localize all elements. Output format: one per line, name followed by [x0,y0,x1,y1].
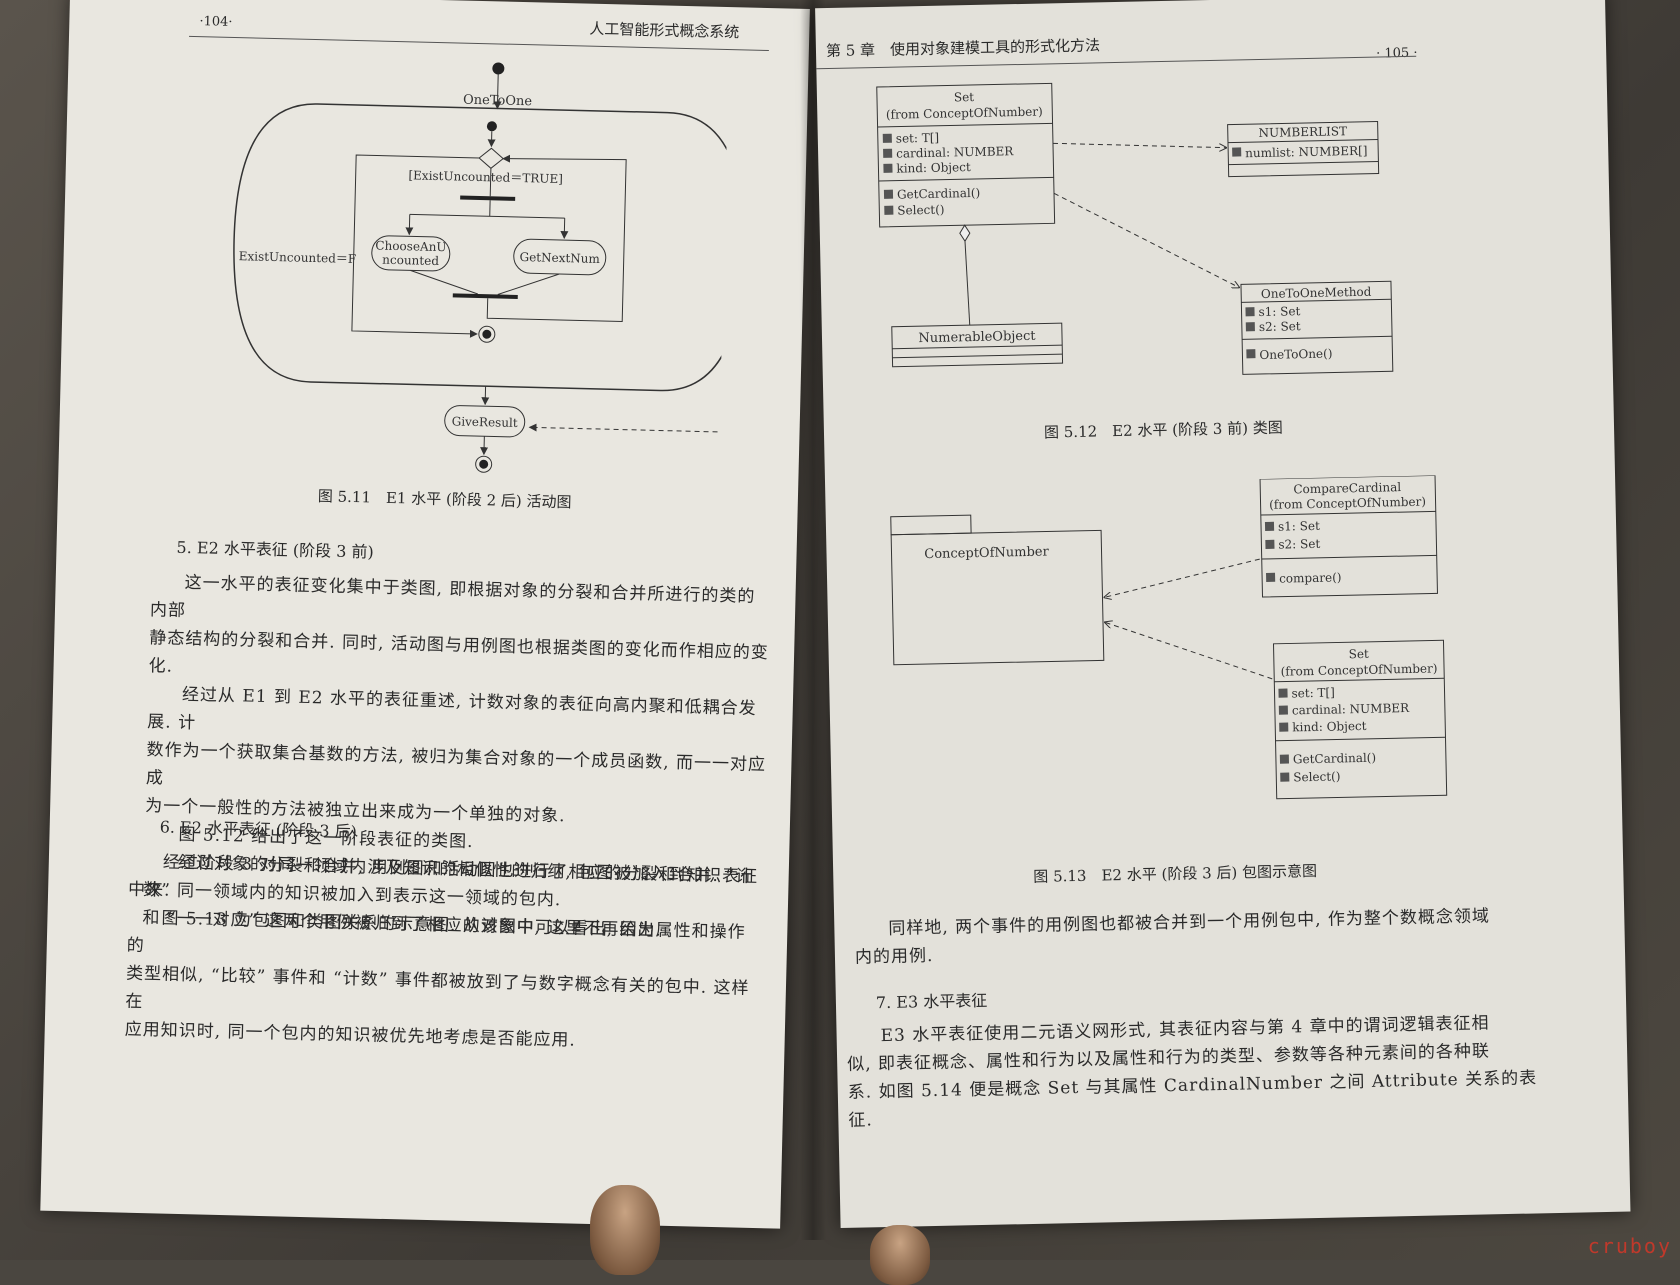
set2-attr-3: kind: Object [1292,719,1367,735]
set2-from: (from ConceptOfNumber) [1281,661,1438,678]
paragraph-4: E3 水平表征使用二元语义网形式, 其表征内容与第 4 章中的谓词逻辑表征相 似… [846,1008,1548,1135]
right-page-number: · 105 · [1376,46,1418,62]
compare-attr-1: s1: Set [1278,519,1320,534]
class-numerable-title: NumerableObject [918,329,1036,346]
class-numberlist-attr: numlist: NUMBER[] [1245,144,1368,161]
fork-bar [460,198,515,199]
class-set-title: Set [954,90,975,104]
class-set-attr-2: cardinal: NUMBER [896,144,1014,160]
guard-false-label: ExistUncounted＝F [239,249,357,266]
section-5-heading: 5. E2 水平表征 (阶段 3 前) [176,534,374,563]
class-diagram-5-12: Set (from ConceptOfNumber) set: T[] card… [857,66,1424,398]
class-numberlist-title: NUMBERLIST [1258,124,1347,140]
join-bar [453,295,518,297]
caption-fig-5-11: 图 5.11 E1 水平 (阶段 2 后) 活动图 [318,485,572,512]
class-method-attr-1: s1: Set [1258,304,1300,319]
guard-true-label: [ExistUncounted＝TRUE] [408,168,563,186]
class-numberlist: NUMBERLIST numlist: NUMBER[] [1228,122,1379,177]
decision-node [479,148,503,169]
left-running-head: 人工智能形式概念系统 [589,18,739,43]
class-method-attr-2: s2: Set [1259,319,1301,334]
class-set-op-2: Select() [897,203,944,218]
section-6-heading: 6. E2 水平表征 (阶段 3 后) [159,813,357,842]
package-diagram-5-13: ConceptOfNumber CompareCardinal (from Co… [865,475,1452,817]
class-set: Set (from ConceptOfNumber) set: T[] card… [877,83,1055,227]
class-onetoone-method: OneToOneMethod s1: Set s2: Set OneToOne(… [1241,281,1393,374]
left-page-number: ·104· [199,14,232,30]
paragraph-2: 经过阶段 3 对同一领域内涉及知识的相似性的归纳, 包图被加入到知识表征 中来.… [124,848,759,1059]
set2-title: Set [1349,647,1370,661]
left-page: ·104· 人工智能形式概念系统 OneToOne [ExistUncounte… [40,0,810,1229]
paragraph-3: 同样地, 两个事件的用例图也都被合并到一个用例包中, 作为整个数概念领域 内的用… [854,901,1535,971]
class-method-op-1: OneToOne() [1259,347,1332,363]
thumb-left [590,1185,660,1275]
compare-from: (from ConceptOfNumber) [1269,495,1426,512]
set2-op-1: GetCardinal() [1293,751,1376,767]
package-label: ConceptOfNumber [924,544,1050,562]
right-page: 第 5 章 使用对象建模工具的形式化方法 · 105 · Set (from C… [815,0,1630,1228]
set2-attr-2: cardinal: NUMBER [1292,701,1410,717]
caption-fig-5-13: 图 5.13 E2 水平 (阶段 3 后) 包图示意图 [1033,860,1317,887]
chapter-running-head: 第 5 章 使用对象建模工具的形式化方法 [826,34,1100,61]
initial-node [492,62,504,74]
class-set-attr-3: kind: Object [896,160,971,176]
class-set-2: Set (from ConceptOfNumber) set: T[] card… [1273,640,1446,799]
set2-op-2: Select() [1293,769,1340,784]
inner-initial-node [487,121,497,131]
class-set-op-1: GetCardinal() [897,186,980,202]
class-compare-cardinal: CompareCardinal (from ConceptOfNumber) s… [1260,475,1437,597]
action-choose-label-2: ncounted [382,253,439,268]
class-set-attr-1: set: T[] [896,131,940,146]
class-method-title: OneToOneMethod [1261,285,1372,301]
super-state-onetoone [231,102,729,392]
section-7-heading: 7. E3 水平表征 [876,987,988,1013]
finger-right [870,1225,930,1285]
package-concept-of-number: ConceptOfNumber [891,512,1104,664]
caption-fig-5-12: 图 5.12 E2 水平 (阶段 3 前) 类图 [1044,417,1283,443]
watermark: cruboy [1588,1234,1672,1258]
right-running-head-area: 第 5 章 使用对象建模工具的形式化方法 · 105 · [815,6,1605,49]
compare-op-1: compare() [1279,570,1342,585]
compare-attr-2: s2: Set [1278,537,1320,552]
super-state-label: OneToOne [463,93,533,110]
activity-diagram: OneToOne [ExistUncounted＝TRUE] ChooseAnU… [198,49,728,482]
class-numerable-object: NumerableObject [892,323,1063,367]
class-set-from: (from ConceptOfNumber) [886,105,1043,122]
set2-attr-1: set: T[] [1291,686,1335,701]
aggregation-diamond [960,225,970,241]
action-give-result-label: GiveResult [452,414,518,430]
action-get-next-num-label: GetNextNum [519,250,600,266]
compare-title: CompareCardinal [1293,480,1401,496]
